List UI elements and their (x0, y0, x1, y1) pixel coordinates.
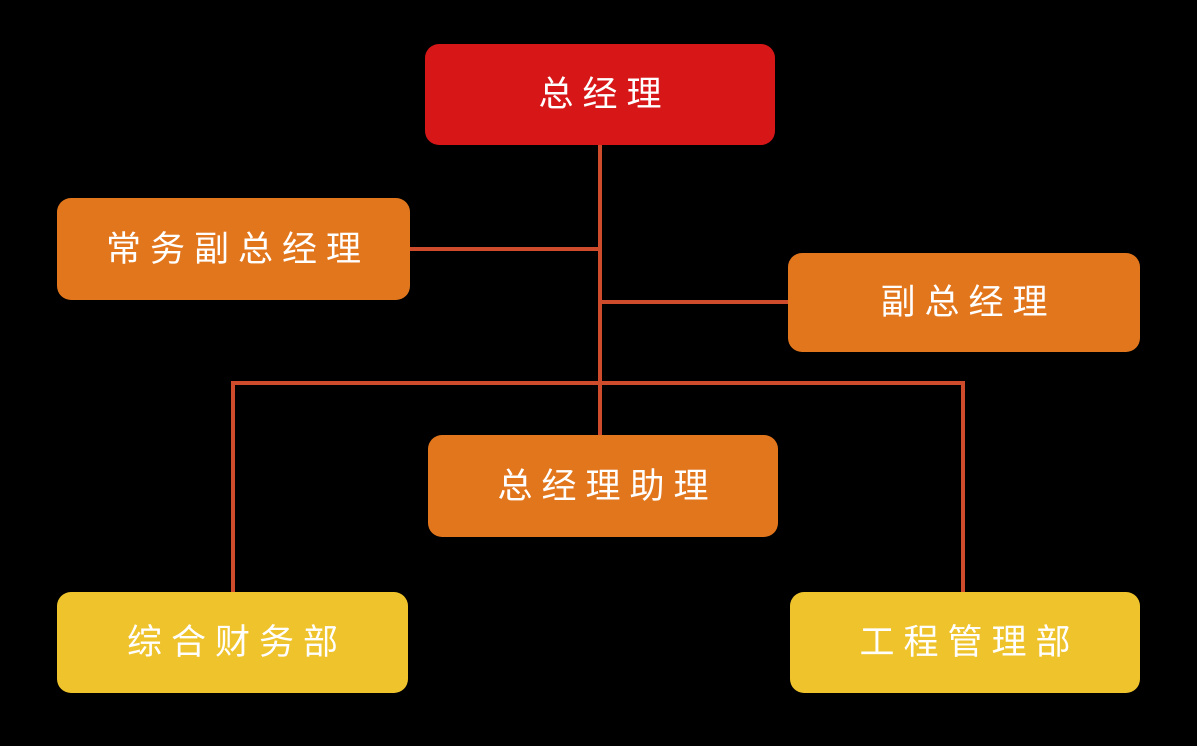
org-node-executive-deputy-general-manager: 常务副总经理 (57, 198, 410, 300)
org-node-general-manager-assistant: 总经理助理 (428, 435, 778, 537)
connector-drop-engineering (961, 383, 965, 592)
org-node-label: 常务副总经理 (105, 229, 370, 269)
connector-branch-executive-deputy (410, 247, 602, 251)
connector-drop-finance (231, 383, 235, 592)
org-node-finance-department: 综合财务部 (57, 592, 408, 693)
connector-branch-deputy (598, 300, 788, 304)
org-node-label: 副总经理 (880, 283, 1057, 322)
org-node-label: 工程管理部 (859, 623, 1080, 662)
org-node-label: 综合财务部 (126, 623, 347, 662)
org-node-label: 总经理助理 (497, 466, 718, 506)
org-node-engineering-department: 工程管理部 (790, 592, 1140, 693)
connector-trunk-vertical (598, 145, 602, 435)
org-node-label: 总经理 (538, 75, 671, 114)
org-node-general-manager: 总经理 (425, 44, 775, 145)
connector-bottom-horizontal (231, 381, 965, 385)
org-node-deputy-general-manager: 副总经理 (788, 253, 1140, 352)
